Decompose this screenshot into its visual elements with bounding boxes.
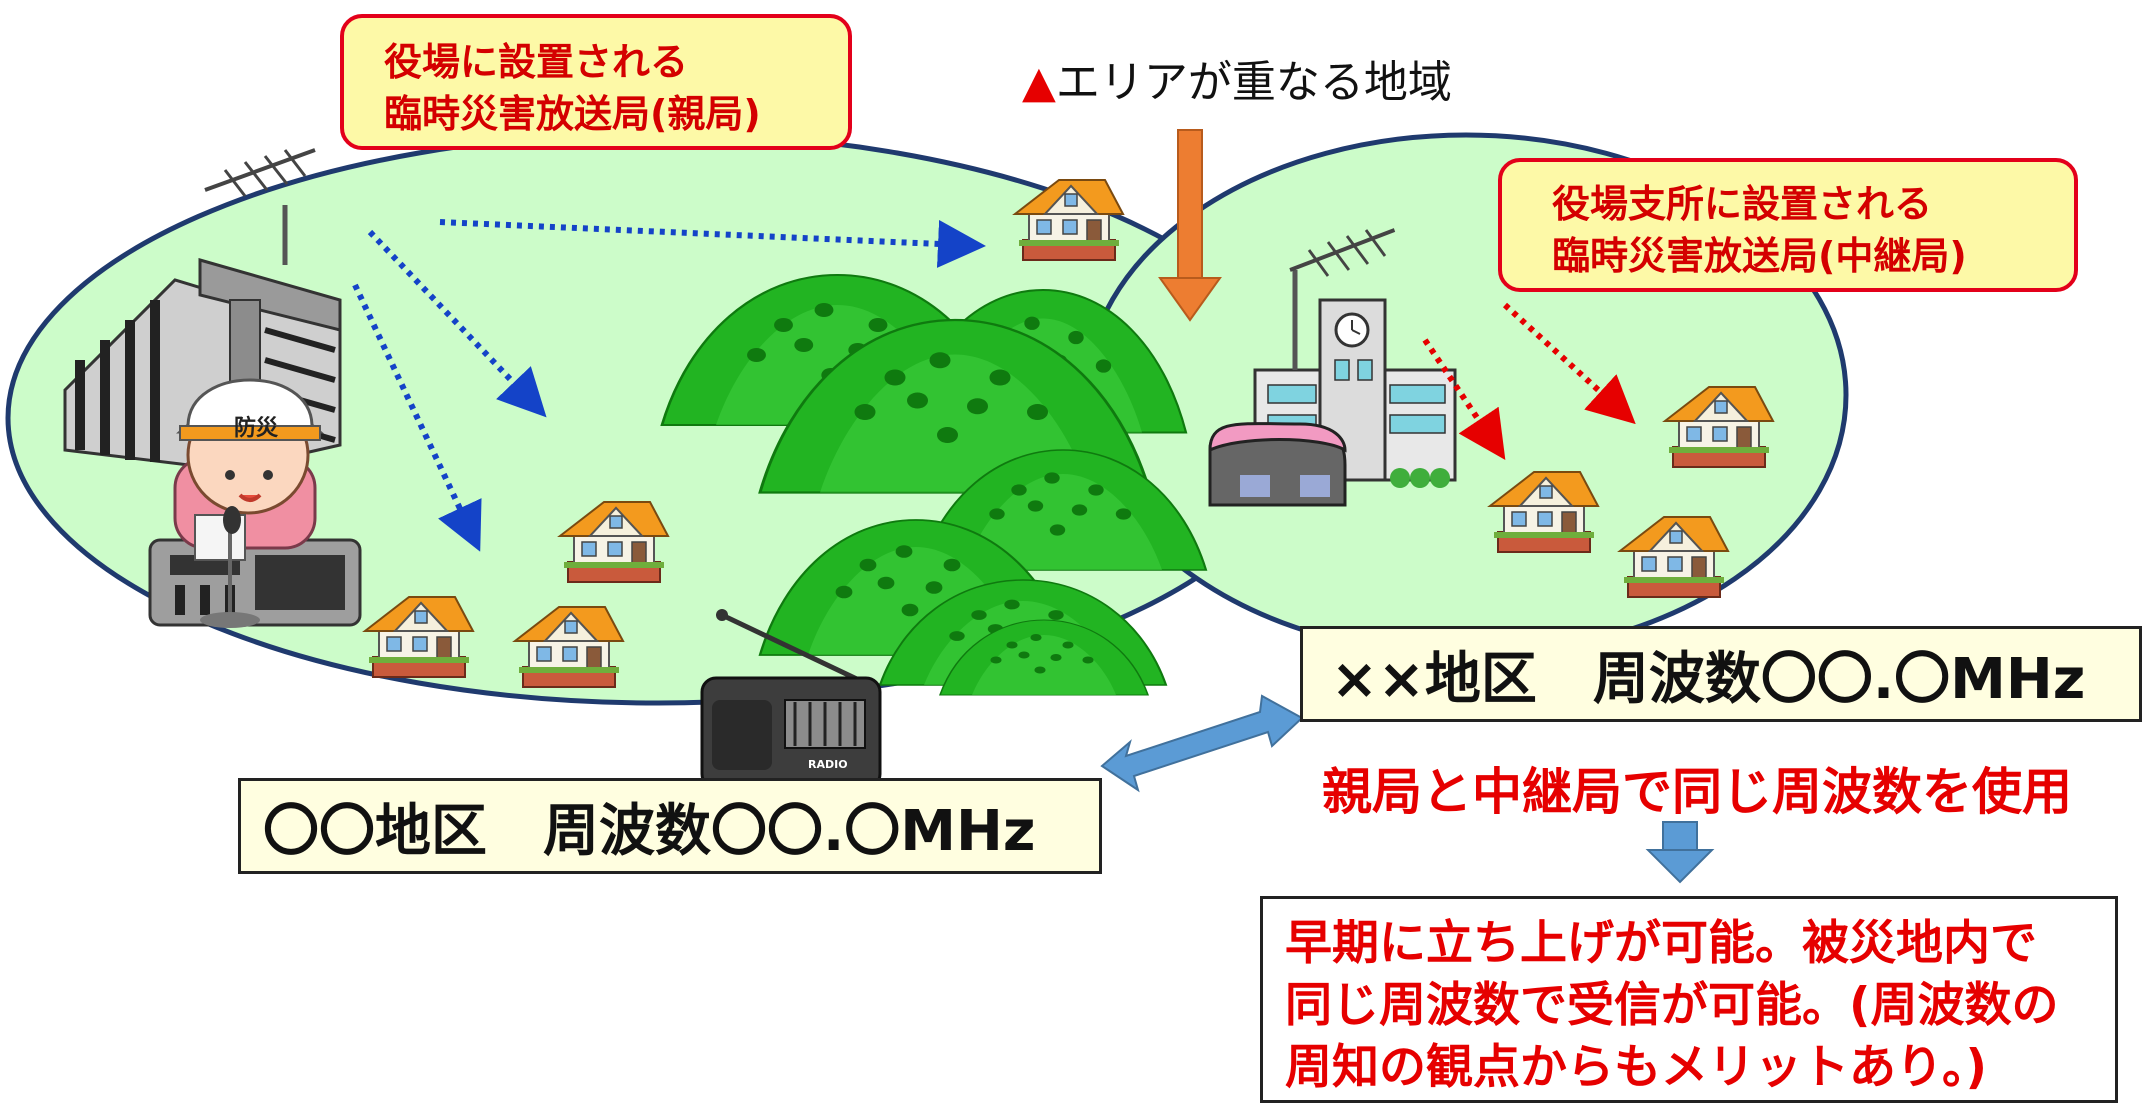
conclusion-pointer-arrow (1645, 821, 1715, 884)
parent-station-callout: 役場に設置される 臨時災害放送局(親局) (340, 14, 852, 150)
parent-station-callout-line2: 臨時災害放送局(親局) (384, 92, 761, 136)
relay-signal-arrows (1422, 302, 1636, 460)
helmet-label: 防災 (234, 416, 279, 441)
area-right-frequency-box: ××地区 周波数〇〇.〇MHz (1300, 626, 2142, 722)
area-right-frequency-label: ××地区 周波数〇〇.〇MHz (1331, 646, 2086, 712)
parent-signal-arrows (352, 219, 986, 552)
conclusion-box: 早期に立ち上げが可能。被災地内で 同じ周波数で受信が可能。(周波数の 周知の観点… (1260, 896, 2118, 1103)
overlap-area-label: ▲エリアが重なる地域 (1022, 46, 1452, 110)
conclusion-line2: 同じ周波数で受信が可能。(周波数の (1285, 978, 2059, 1033)
overlap-triangle-marker: ▲ (1022, 57, 1056, 108)
overlap-area-text: エリアが重なる地域 (1055, 57, 1452, 108)
radio-label: RADIO (808, 758, 848, 771)
overlap-pointer-arrow (1158, 129, 1222, 322)
same-frequency-note: 親局と中継局で同じ周波数を使用 (1322, 763, 2072, 821)
branch-office-icon (1208, 228, 1457, 507)
conclusion-line3: 周知の観点からもメリットあり。) (1285, 1040, 1988, 1095)
antenna-icon (203, 148, 317, 265)
conclusion-line1: 早期に立ち上げが可能。被災地内で (1285, 916, 2037, 971)
relay-station-callout: 役場支所に設置される 臨時災害放送局(中継局) (1498, 158, 2078, 292)
parent-station-callout-line1: 役場に設置される (384, 40, 689, 84)
area-left-frequency-box: 〇〇地区 周波数〇〇.〇MHz (238, 778, 1102, 874)
shared-frequency-link-arrow (1100, 694, 1304, 793)
relay-station-callout-line2: 臨時災害放送局(中継局) (1552, 234, 1967, 278)
area-left-frequency-label: 〇〇地区 周波数〇〇.〇MHz (263, 798, 1036, 864)
relay-station-callout-line1: 役場支所に設置される (1552, 182, 1933, 226)
radio-icon (700, 609, 882, 790)
announcer-icon (148, 378, 362, 628)
